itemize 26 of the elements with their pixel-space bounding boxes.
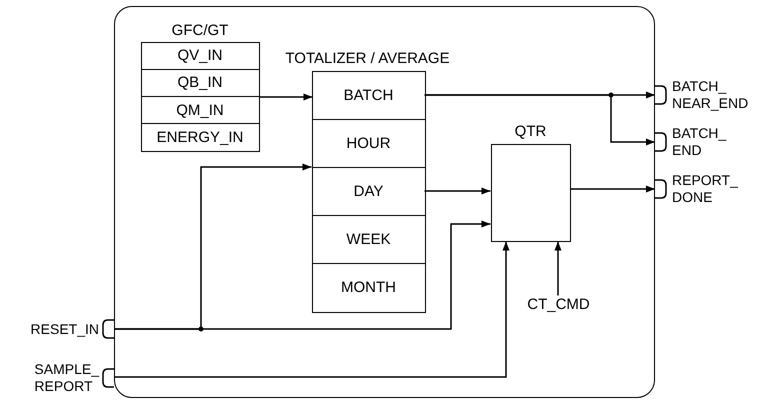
port-label: BATCH_ END xyxy=(672,125,726,159)
signal-row: HOUR xyxy=(312,118,424,167)
signal-row: BATCH xyxy=(312,72,424,119)
block-title: QTR xyxy=(514,123,546,140)
port-label: SAMPLE_ REPORT xyxy=(34,361,99,395)
signal-row: ENERGY_IN xyxy=(142,123,258,150)
signal-row: MONTH xyxy=(312,263,424,312)
arrow xyxy=(260,94,312,100)
signal-label: CT_CMD xyxy=(520,296,598,318)
arrow xyxy=(114,220,490,330)
signal-row: QB_IN xyxy=(142,68,258,96)
arrow xyxy=(114,242,510,378)
signal-row: QV_IN xyxy=(142,42,258,69)
port-label: REPORT_ DONE xyxy=(672,172,738,206)
port-label: BATCH_ NEAR_END xyxy=(672,78,748,112)
arrow xyxy=(570,186,655,192)
arrow xyxy=(424,188,490,194)
module-outline xyxy=(114,6,655,398)
signal-row: QM_IN xyxy=(142,96,258,124)
port-label: RESET_IN xyxy=(30,320,99,338)
arrow xyxy=(424,94,655,146)
block-title: TOTALIZER / AVERAGE xyxy=(285,50,450,67)
arrow xyxy=(554,242,562,296)
signal-row: DAY xyxy=(312,166,424,216)
signal-row: WEEK xyxy=(312,215,424,264)
block-title: GFC/GT xyxy=(172,22,228,39)
